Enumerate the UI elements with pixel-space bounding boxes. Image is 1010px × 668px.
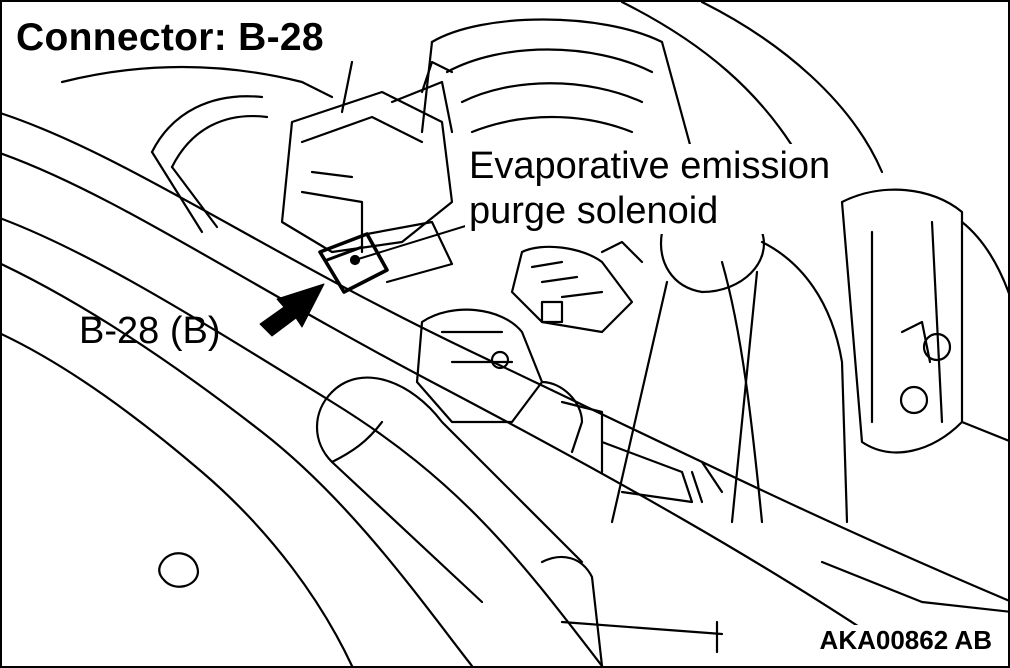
hose-bottom (330, 376, 584, 564)
frame-rail-mid (2, 152, 884, 644)
part-label: Evaporative emission purge solenoid (465, 144, 835, 234)
diagram-title: Connector: B-28 (16, 16, 324, 59)
frame-rail-upper (2, 112, 1008, 602)
leader-line (354, 223, 473, 261)
part-label-line1: Evaporative emission (469, 145, 831, 187)
frame-rail-lower (2, 217, 604, 666)
solenoid-body (280, 90, 454, 254)
right-bracket (840, 188, 964, 454)
connector-label: B-28 (B) (79, 310, 221, 352)
large-hose-top (430, 18, 664, 44)
frame-rail-bottom (2, 263, 474, 666)
connector-b28-outline (318, 232, 389, 294)
figure-id: AKA00862 AB (817, 625, 994, 656)
arrow-icon (259, 283, 325, 337)
part-label-line2: purge solenoid (469, 190, 719, 232)
mounting-hole (158, 552, 200, 588)
lower-actuator (415, 308, 544, 424)
hose-upper-left (60, 65, 334, 99)
harness-connector (510, 245, 634, 334)
